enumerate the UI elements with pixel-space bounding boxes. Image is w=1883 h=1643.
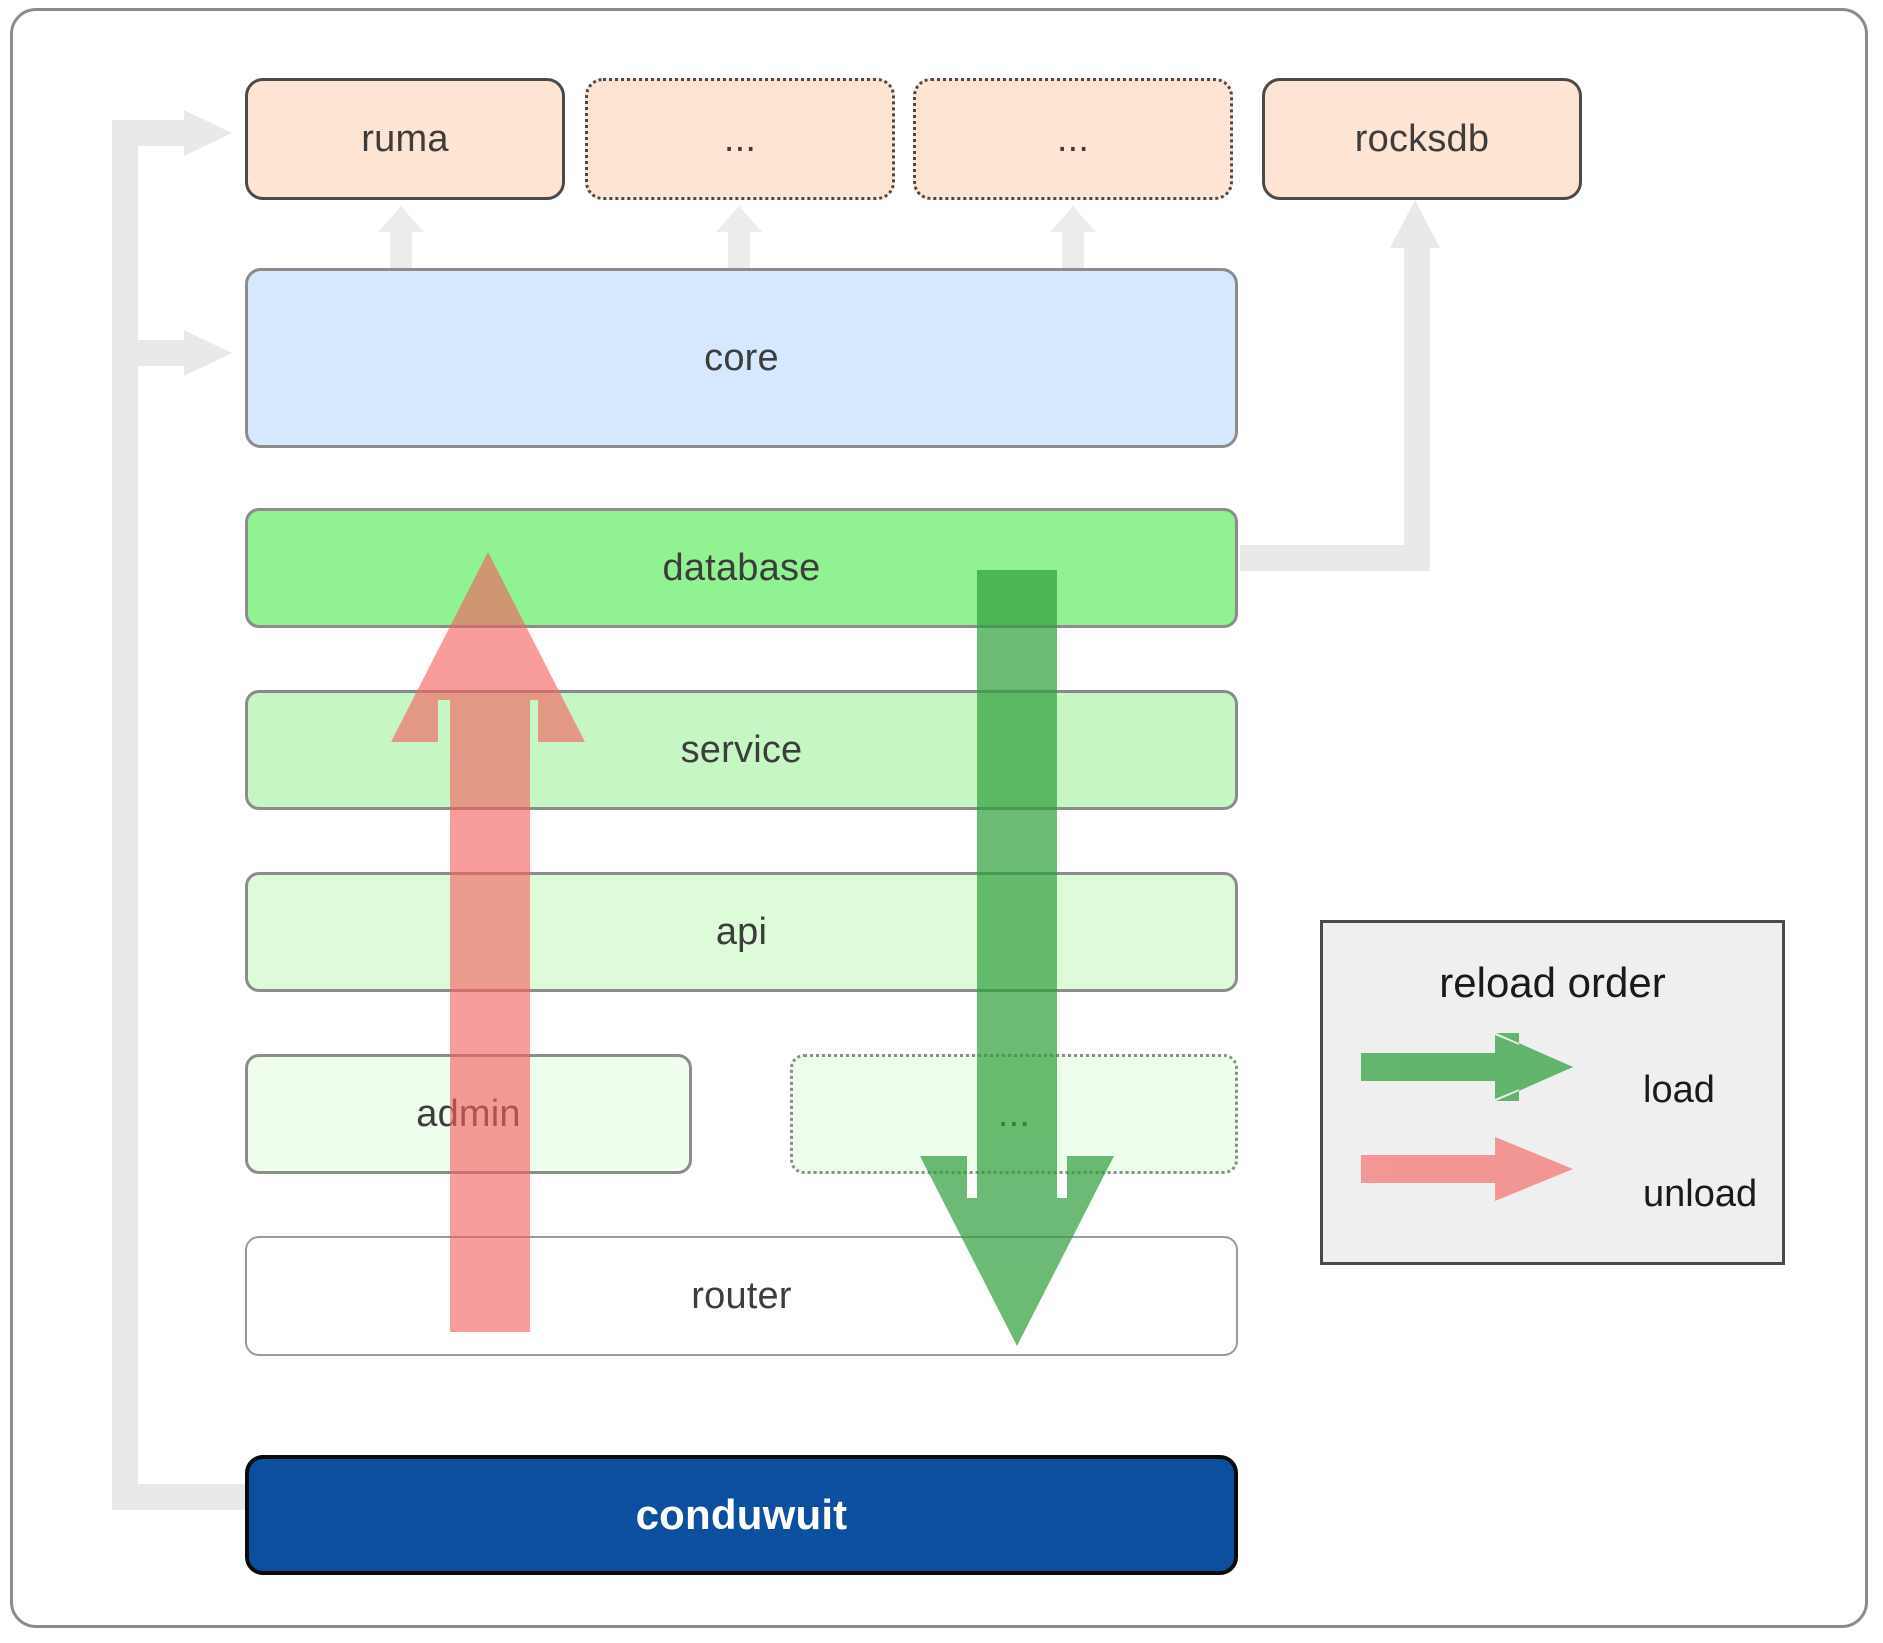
- layer-label-service: service: [680, 728, 803, 771]
- layer-box-service[interactable]: service: [245, 690, 1238, 810]
- layer-box-admin[interactable]: admin: [245, 1054, 692, 1174]
- layer-label-core: core: [704, 336, 779, 379]
- legend-panel: reload order load unload: [1320, 920, 1785, 1265]
- legend-label-load: load: [1643, 1069, 1715, 1111]
- layer-label-router: router: [691, 1274, 792, 1317]
- crate-label-placeholder-2: ...: [1056, 117, 1090, 160]
- crate-label-rocksdb: rocksdb: [1354, 117, 1490, 160]
- crate-label-placeholder-1: ...: [723, 117, 757, 160]
- dependency-path-conduwuit-stub: [112, 1484, 252, 1510]
- layer-label-database: database: [662, 546, 821, 589]
- dependency-path-database-rocksdb-h: [1240, 545, 1430, 571]
- layer-box-placeholder[interactable]: ...: [790, 1054, 1238, 1174]
- legend-title: reload order: [1439, 959, 1666, 1006]
- layer-label-api: api: [715, 910, 768, 953]
- dependency-path-branch-core: [112, 340, 192, 366]
- legend-arrow-icons: [1361, 1033, 1573, 1201]
- layer-box-core[interactable]: core: [245, 268, 1238, 448]
- layer-box-database[interactable]: database: [245, 508, 1238, 628]
- layer-label-admin: admin: [416, 1092, 521, 1135]
- crate-box-rocksdb[interactable]: rocksdb: [1262, 78, 1582, 200]
- diagram-frame: [10, 8, 1868, 1628]
- legend-unload-arrow-icon: [1361, 1137, 1573, 1201]
- legend-label-unload: unload: [1643, 1173, 1758, 1215]
- legend-load-arrow-icon: [1361, 1033, 1573, 1101]
- crate-box-placeholder-1[interactable]: ...: [585, 78, 895, 200]
- layer-label-placeholder: ...: [997, 1092, 1031, 1135]
- dependency-path-branch-ruma: [112, 120, 192, 146]
- dependency-path-database-rocksdb-v: [1404, 230, 1430, 566]
- crate-box-ruma[interactable]: ruma: [245, 78, 565, 200]
- crate-box-placeholder-2[interactable]: ...: [913, 78, 1233, 200]
- root-label-conduwuit: conduwuit: [635, 1491, 848, 1538]
- dependency-path-left-trunk: [112, 120, 138, 1510]
- layer-box-api[interactable]: api: [245, 872, 1238, 992]
- crate-label-ruma: ruma: [361, 117, 449, 160]
- layer-box-router[interactable]: router: [245, 1236, 1238, 1356]
- root-box-conduwuit[interactable]: conduwuit: [245, 1455, 1238, 1575]
